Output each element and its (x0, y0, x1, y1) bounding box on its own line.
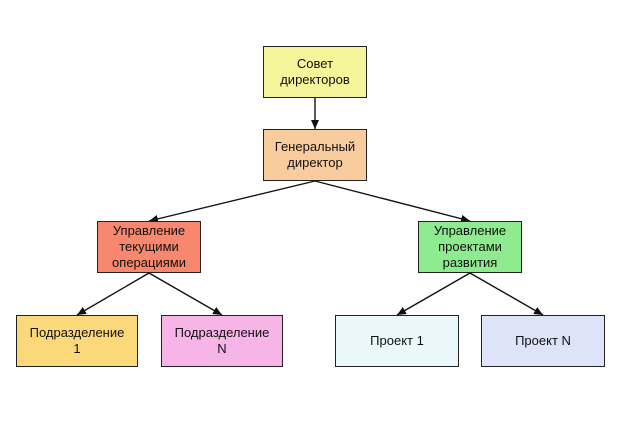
node-project-1: Проект 1 (335, 315, 459, 367)
node-development-projects-management: Управление проектами развития (418, 221, 522, 273)
connector-dev-to-prj1 (396, 272, 471, 316)
node-operations-management-label: Управление текущими операциями (112, 223, 186, 270)
connector-ceo-to-dev (314, 180, 471, 223)
node-development-projects-management-label: Управление проектами развития (433, 223, 507, 270)
node-ceo: Генеральный директор (263, 129, 367, 181)
node-division-1: Подразделение 1 (16, 315, 138, 367)
node-division-n: Подразделение N (161, 315, 283, 367)
connector-ops-to-divN (148, 272, 223, 316)
node-board-of-directors-label: Совет директоров (280, 56, 350, 87)
connector-ops-to-div1 (76, 272, 150, 316)
node-project-n-label: Проект N (515, 333, 571, 348)
node-operations-management: Управление текущими операциями (97, 221, 201, 273)
node-division-n-label: Подразделение N (174, 325, 270, 356)
connector-ceo-to-ops (148, 180, 316, 223)
node-division-1-label: Подразделение 1 (29, 325, 125, 356)
connector-dev-to-prjN (469, 272, 544, 316)
node-project-1-label: Проект 1 (370, 333, 424, 348)
node-ceo-label: Генеральный директор (274, 139, 356, 170)
node-board-of-directors: Совет директоров (263, 46, 367, 98)
node-project-n: Проект N (481, 315, 605, 367)
